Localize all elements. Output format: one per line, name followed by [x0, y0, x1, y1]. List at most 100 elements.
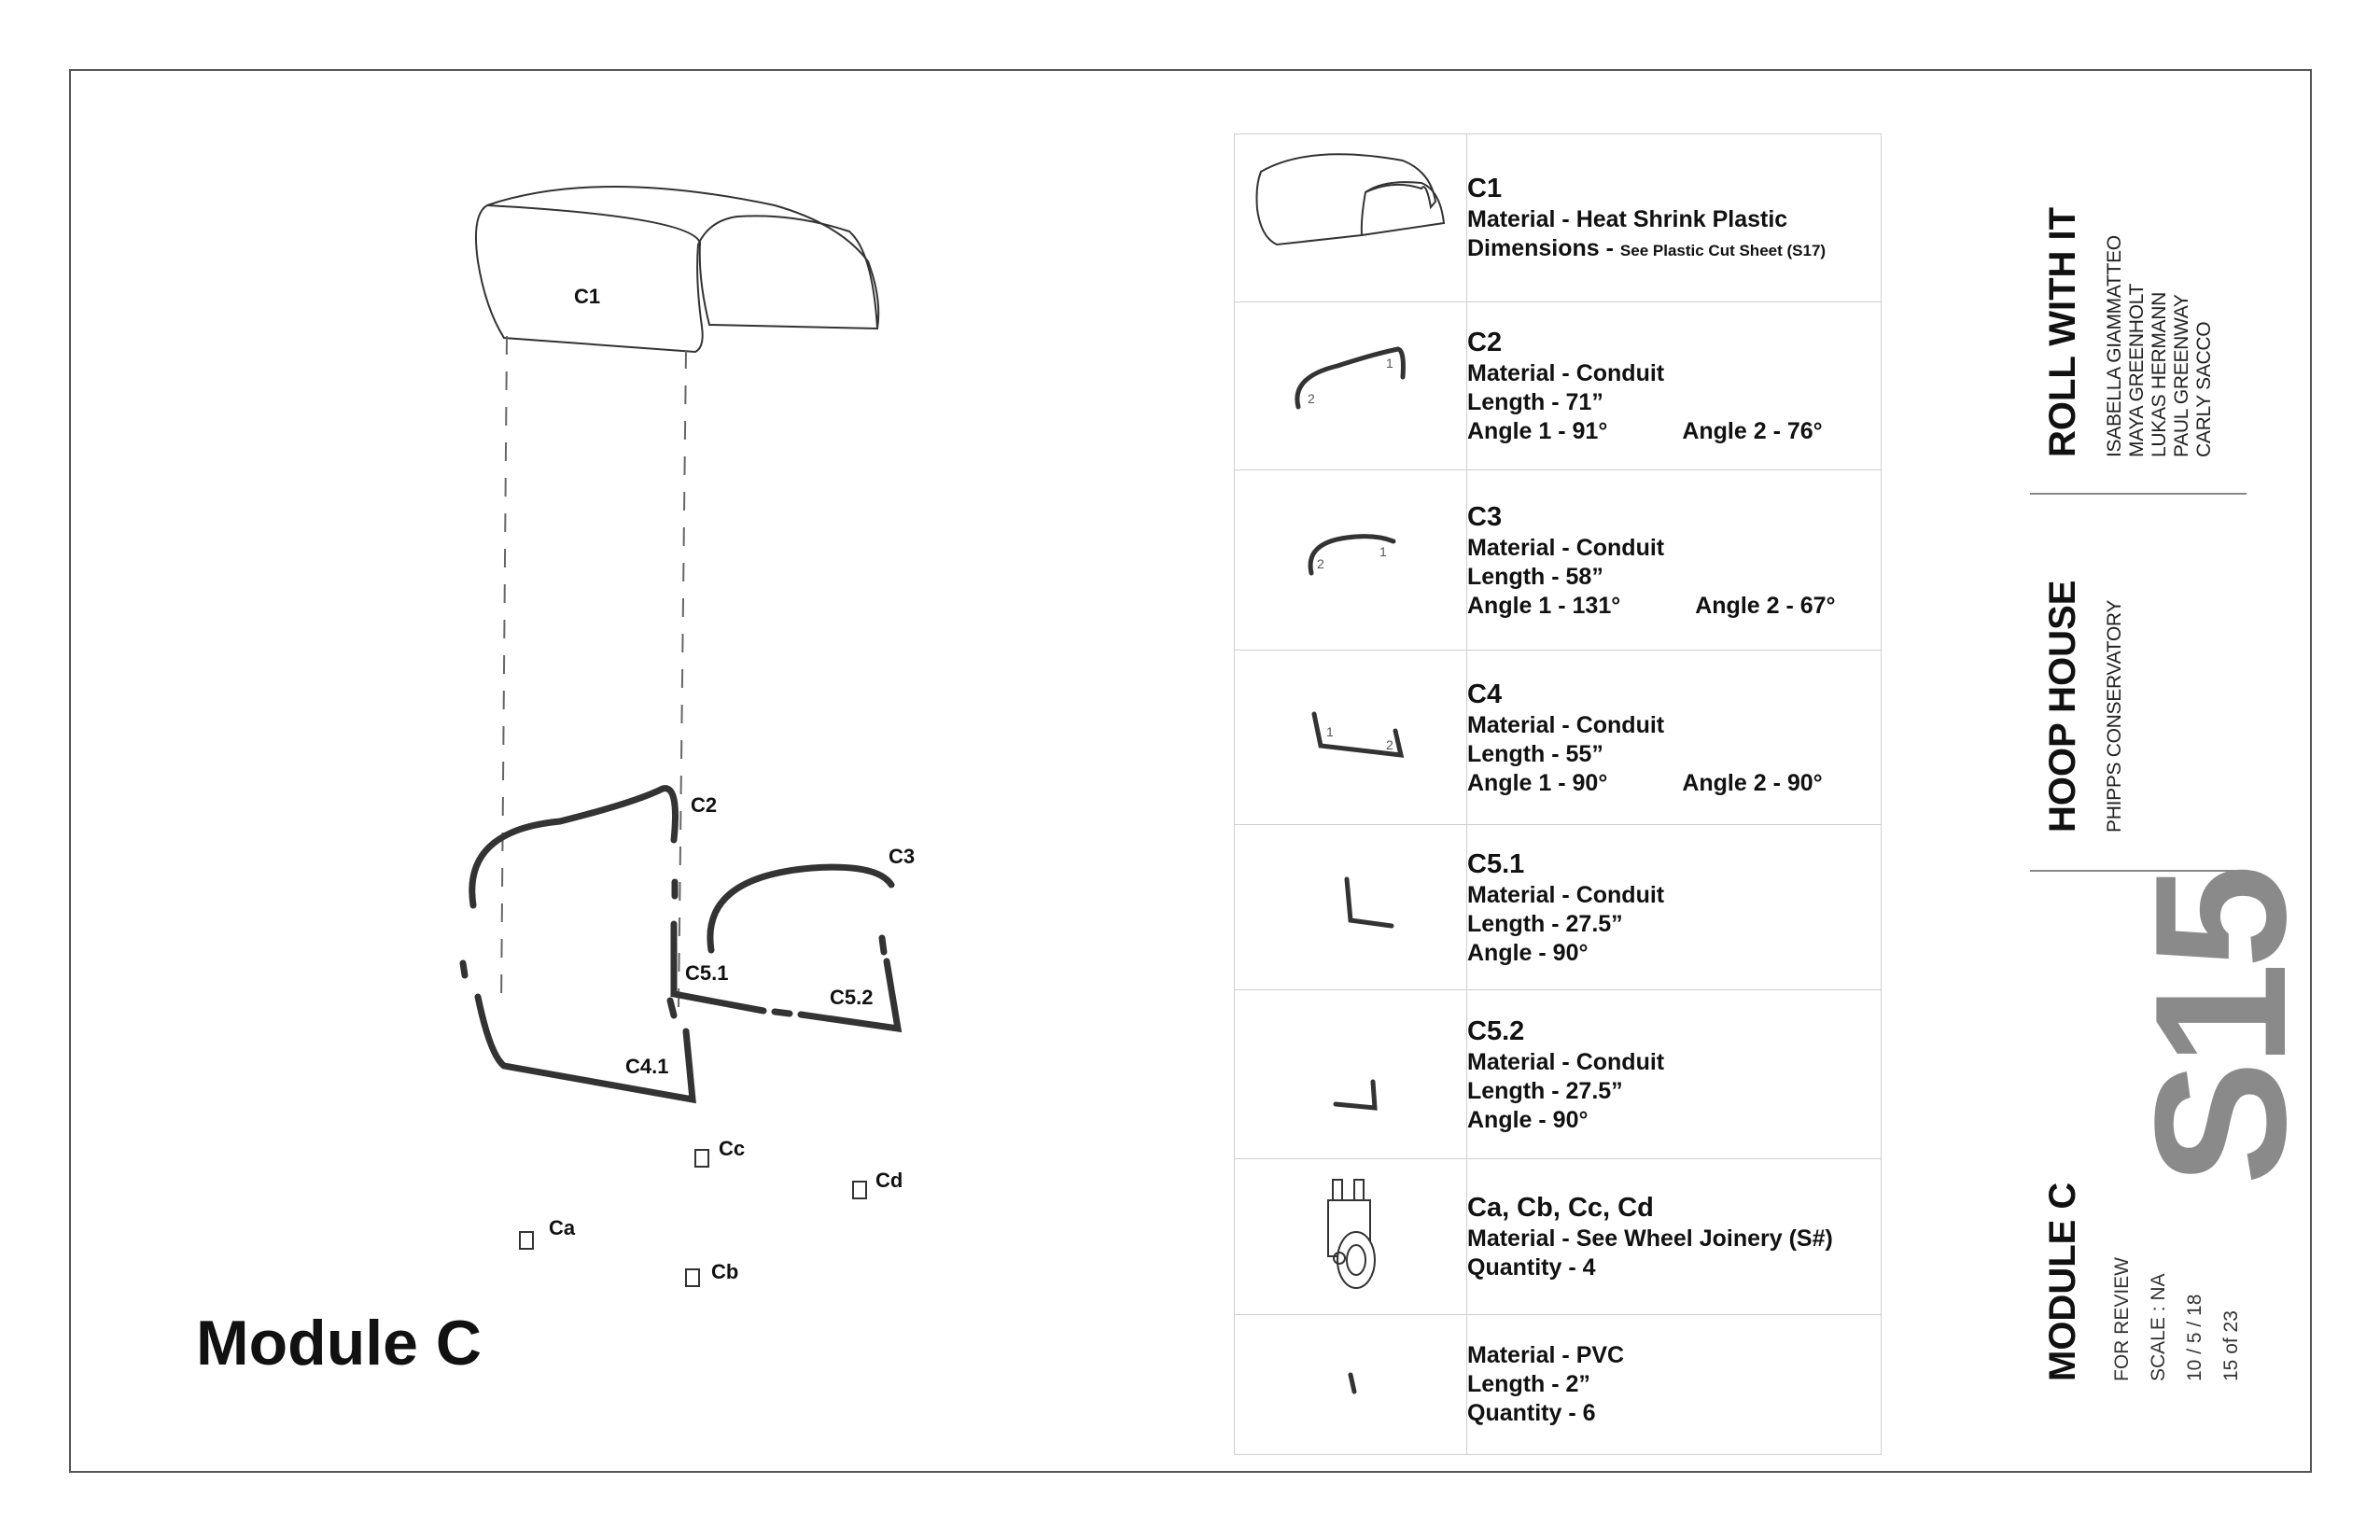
- team-member: CARLY SACCO: [2193, 321, 2215, 457]
- svg-text:2: 2: [1308, 391, 1315, 406]
- title-divider: [2030, 870, 2247, 872]
- label-c51: C5.1: [685, 961, 728, 985]
- part-name: C1: [1467, 173, 1503, 203]
- thumb-c1-cover: [1255, 153, 1446, 246]
- client-name: PHIPPS CONSERVATORY: [2104, 599, 2125, 833]
- svg-text:2: 2: [1317, 556, 1324, 571]
- thumb-c4-frame: 1 2: [1311, 711, 1405, 758]
- part-name: Ca, Cb, Cc, Cd: [1467, 1193, 1654, 1223]
- scale-label: SCALE : NA: [2148, 1273, 2169, 1381]
- svg-text:2: 2: [1386, 737, 1393, 752]
- part-row-pvc: Material - PVC Length - 2” Quantity - 6: [1234, 1314, 1882, 1455]
- part-line: Material - Heat Shrink Plastic: [1467, 205, 1788, 232]
- part-line: Material - Conduit: [1467, 534, 1665, 561]
- c51-rod: [670, 920, 767, 1015]
- part-thumb: [1234, 1158, 1467, 1315]
- wheel-ca: [519, 1231, 534, 1250]
- label-c52: C5.2: [830, 986, 873, 1009]
- label-c3: C3: [889, 845, 915, 868]
- part-row-c52: C5.2 Material - Conduit Length - 27.5” A…: [1234, 989, 1882, 1159]
- part-line: Angle - 90°: [1467, 939, 1589, 966]
- part-line: Material - PVC: [1467, 1342, 1625, 1368]
- pvc-sleeve: [666, 997, 678, 1019]
- label-c41: C4.1: [625, 1055, 668, 1078]
- part-line: Material - Conduit: [1467, 360, 1665, 386]
- part-thumb: [1234, 133, 1467, 302]
- part-name: C3: [1467, 501, 1503, 532]
- part-name: C4: [1467, 679, 1503, 709]
- label-cb: Cb: [711, 1260, 738, 1283]
- parts-table: C1 Material - Heat Shrink Plastic Dimens…: [1234, 133, 1882, 1455]
- part-row-c4: 1 2 C4 Material - Conduit Length - 55” A…: [1234, 650, 1882, 825]
- part-row-c3: 1 2 C3 Material - Conduit Length - 58” A…: [1234, 469, 1882, 651]
- title-divider: [2030, 493, 2247, 495]
- dash-guide-left: [500, 335, 508, 1009]
- c3-hoop: [707, 863, 895, 954]
- thumb-c2-hoop: 1 2: [1295, 346, 1406, 410]
- part-name: C5.2: [1467, 1015, 1525, 1046]
- wheel-cd: [852, 1181, 867, 1199]
- part-row-c51: C5.1 Material - Conduit Length - 27.5” A…: [1234, 824, 1882, 990]
- subject-title: HOOP HOUSE: [2042, 580, 2083, 833]
- c1-cover-front: [475, 204, 878, 354]
- part-line: Length - 2”: [1467, 1371, 1590, 1397]
- part-thumb: 1 2: [1234, 650, 1467, 825]
- wheel-cb: [685, 1268, 700, 1287]
- c2-hoop: [469, 785, 679, 909]
- part-thumb: [1234, 989, 1467, 1159]
- part-thumb: [1234, 824, 1467, 990]
- part-thumb: 1 2: [1234, 301, 1467, 470]
- date-label: 10 / 5 / 18: [2184, 1294, 2205, 1381]
- part-line: Quantity - 6: [1467, 1400, 1596, 1426]
- module-label: MODULE C: [2042, 1182, 2083, 1381]
- project-title: ROLL WITH IT: [2042, 206, 2083, 457]
- part-dimensions: Dimensions - See Plastic Cut Sheet (S17): [1467, 234, 1827, 261]
- review-status: FOR REVIEW: [2111, 1256, 2133, 1381]
- part-line: Length - 27.5”: [1467, 1077, 1623, 1104]
- svg-text:1: 1: [1386, 356, 1393, 371]
- part-line: Material - See Wheel Joinery (S#): [1467, 1225, 1833, 1252]
- team-member: PAUL GREENWAY: [2171, 294, 2192, 457]
- part-name: C5.1: [1467, 848, 1525, 879]
- label-cc: Cc: [719, 1137, 745, 1160]
- part-angles: Angle 1 - 131°Angle 2 - 67°: [1467, 592, 1836, 619]
- part-thumb: 1 2: [1234, 469, 1467, 651]
- part-thumb: [1234, 1314, 1467, 1455]
- wheel-cc: [694, 1149, 709, 1168]
- c41-frame: [474, 993, 696, 1104]
- part-line: Length - 58”: [1467, 563, 1603, 590]
- part-line: Material - Conduit: [1467, 1048, 1665, 1075]
- part-line: Length - 55”: [1467, 740, 1603, 767]
- part-line: Material - Conduit: [1467, 881, 1665, 908]
- thumb-c3-hoop: 1 2: [1308, 534, 1396, 576]
- thumb-wheel-assembly: [1327, 1179, 1376, 1289]
- team-list: ISABELLA GIAMMATTEO MAYA GREENHOLT LUKAS…: [2104, 235, 2216, 457]
- label-ca: Ca: [549, 1216, 576, 1239]
- dash-guide-right: [678, 349, 687, 1009]
- thumb-pvc-sleeve: [1348, 1372, 1357, 1394]
- team-member: LUKAS HERMANN: [2149, 292, 2170, 457]
- thumb-c52-rod: [1333, 1079, 1378, 1111]
- c52-rod: [797, 958, 903, 1033]
- part-row-wheels: Ca, Cb, Cc, Cd Material - See Wheel Join…: [1234, 1158, 1882, 1315]
- team-member: ISABELLA GIAMMATTEO: [2104, 235, 2125, 457]
- part-line: Angle - 90°: [1467, 1106, 1589, 1133]
- part-line: Length - 27.5”: [1467, 910, 1623, 937]
- part-angles: Angle 1 - 91°Angle 2 - 76°: [1467, 418, 1823, 444]
- part-angles: Angle 1 - 90°Angle 2 - 90°: [1467, 769, 1823, 796]
- pvc-sleeve: [459, 959, 469, 979]
- part-line: Material - Conduit: [1467, 711, 1665, 738]
- team-member: MAYA GREENHOLT: [2126, 284, 2148, 457]
- pvc-sleeve: [771, 1008, 793, 1017]
- label-c1: C1: [574, 285, 600, 308]
- part-row-c1: C1 Material - Heat Shrink Plastic Dimens…: [1234, 133, 1882, 302]
- label-cd: Cd: [875, 1169, 903, 1192]
- part-row-c2: 1 2 C2 Material - Conduit Length - 71” A…: [1234, 301, 1882, 470]
- c1-cover-back: [486, 186, 880, 330]
- part-line: Quantity - 4: [1467, 1254, 1596, 1281]
- exploded-diagram: C1 C2 C3 C5.1 C5.2 C4.1 Cc Cd Ca Cb: [459, 186, 915, 1287]
- part-name: C2: [1467, 328, 1503, 357]
- part-line: Length - 71”: [1467, 389, 1603, 415]
- sheet-meta: FOR REVIEW SCALE : NA 10 / 5 / 18 15 of …: [2104, 1257, 2249, 1381]
- thumb-c51-rod: [1344, 876, 1394, 929]
